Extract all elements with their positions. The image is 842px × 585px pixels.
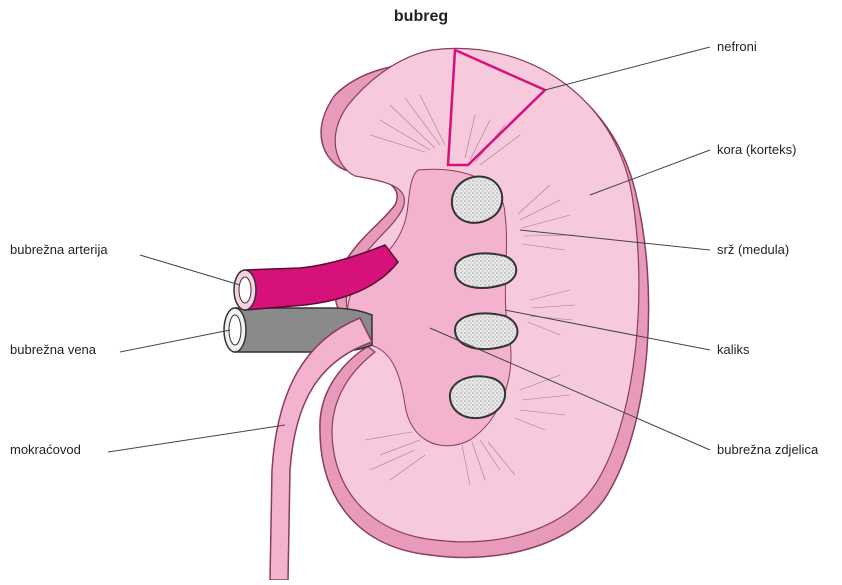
label-nefroni: nefroni [717,39,757,55]
diagram-title: bubreg [0,8,842,26]
leader-arterija [140,255,240,285]
label-mokracovod: mokraćovod [10,442,81,458]
label-zdjelica: bubrežna zdjelica [717,442,818,458]
label-srz: srž (medula) [717,242,789,258]
leader-vena [120,330,230,352]
leader-nefroni [545,47,710,90]
label-kora: kora (korteks) [717,142,796,158]
label-kaliks: kaliks [717,342,750,358]
leader-mokracovod [108,425,285,452]
label-vena: bubrežna vena [10,342,96,358]
label-arterija: bubrežna arterija [10,242,108,258]
